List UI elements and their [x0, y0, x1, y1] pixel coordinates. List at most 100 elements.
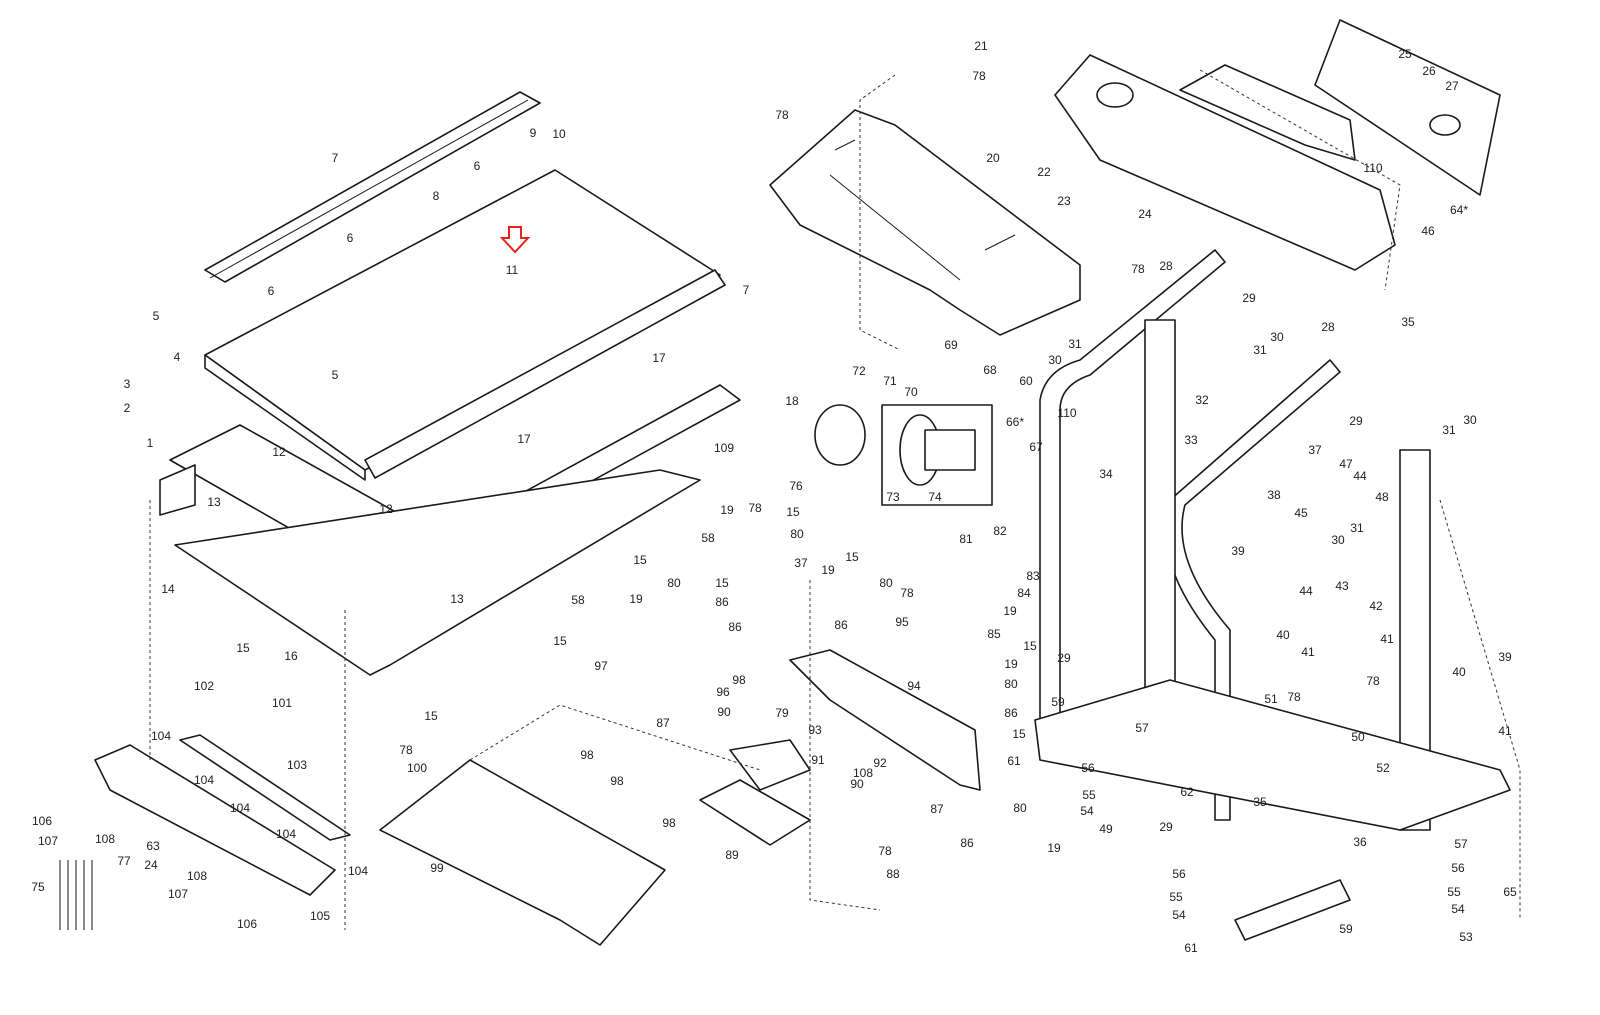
part-label: 98: [732, 673, 746, 687]
part-label: 104: [230, 801, 250, 815]
walking-belt: [204, 169, 721, 481]
part-label: 78: [748, 501, 762, 515]
part-label: 70: [904, 385, 918, 399]
part-label: 9: [530, 126, 537, 140]
part-label: 108: [187, 869, 207, 883]
part-label: 7: [332, 151, 339, 165]
part-label: 87: [930, 802, 944, 816]
part-label: 108: [853, 766, 873, 780]
ref-dashes: [149, 69, 1521, 930]
part-label: 67: [1029, 440, 1043, 454]
part-label: 80: [667, 576, 681, 590]
part-label: 24: [144, 858, 158, 872]
part-label: 52: [1376, 761, 1390, 775]
part-label: 74: [928, 490, 942, 504]
part-label: 19: [629, 592, 643, 606]
part-label: 100: [407, 761, 427, 775]
part-label: 36: [1353, 835, 1367, 849]
part-label: 55: [1447, 885, 1461, 899]
part-label: 6: [268, 284, 275, 298]
part-label: 98: [610, 774, 624, 788]
part-label: 104: [194, 773, 214, 787]
part-label: 77: [117, 854, 131, 868]
part-label: 72: [852, 364, 866, 378]
motor-base: [699, 649, 981, 846]
part-label: 63: [146, 839, 160, 853]
part-label: 31: [1350, 521, 1364, 535]
part-label: 86: [1004, 706, 1018, 720]
part-label: 22: [1037, 165, 1051, 179]
part-label: 68: [983, 363, 997, 377]
part-label: 106: [237, 917, 257, 931]
part-label: 40: [1276, 628, 1290, 642]
part-label: 79: [775, 706, 789, 720]
part-label: 98: [580, 748, 594, 762]
part-label: 55: [1169, 890, 1183, 904]
part-label: 57: [1135, 721, 1149, 735]
part-label: 8: [433, 189, 440, 203]
part-label: 6: [474, 159, 481, 173]
part-label: 78: [972, 69, 986, 83]
part-label: 39: [1231, 544, 1245, 558]
part-label: 15: [424, 709, 438, 723]
part-label: 35: [1253, 795, 1267, 809]
part-label: 17: [652, 351, 666, 365]
part-label: 78: [775, 108, 789, 122]
part-label: 51: [1264, 692, 1278, 706]
part-label: 88: [886, 867, 900, 881]
part-label: 53: [1459, 930, 1473, 944]
part-label: 55: [1082, 788, 1096, 802]
part-label: 106: [32, 814, 52, 828]
part-label: 44: [1353, 469, 1367, 483]
part-label: 66*: [1006, 415, 1024, 429]
part-label: 107: [168, 887, 188, 901]
part-label: 29: [1057, 651, 1071, 665]
part-label: 2: [124, 401, 131, 415]
part-label: 6: [347, 231, 354, 245]
motor-hood: [769, 109, 1081, 336]
part-label: 56: [1451, 861, 1465, 875]
part-label: 11: [506, 263, 519, 277]
part-label: 25: [1398, 47, 1412, 61]
part-label: 54: [1080, 804, 1094, 818]
part-label: 80: [1004, 677, 1018, 691]
part-label: 38: [1267, 488, 1281, 502]
part-label: 37: [1308, 443, 1322, 457]
part-label: 28: [1159, 259, 1173, 273]
part-label: 59: [1051, 695, 1065, 709]
part-label: 43: [1335, 579, 1349, 593]
part-label: 65: [1503, 885, 1517, 899]
part-label: 30: [1048, 353, 1062, 367]
part-label: 40: [1452, 665, 1466, 679]
part-label: 15: [786, 505, 800, 519]
part-label: 35: [1401, 315, 1415, 329]
part-label: 42: [1369, 599, 1383, 613]
part-label: 31: [1442, 423, 1456, 437]
part-label: 19: [1004, 657, 1018, 671]
part-label: 82: [993, 524, 1007, 538]
part-label: 14: [161, 582, 175, 596]
part-label: 15: [633, 553, 647, 567]
part-label: 86: [715, 595, 729, 609]
part-label: 104: [151, 729, 171, 743]
part-label: 90: [717, 705, 731, 719]
part-label: 30: [1331, 533, 1345, 547]
part-label: 86: [960, 836, 974, 850]
part-label: 24: [1138, 207, 1152, 221]
part-label: 4: [174, 350, 181, 364]
part-label: 93: [808, 723, 822, 737]
part-label: 29: [1159, 820, 1173, 834]
part-label: 58: [701, 531, 715, 545]
part-label: 80: [879, 576, 893, 590]
part-label: 62: [1180, 785, 1194, 799]
part-label: 49: [1099, 822, 1113, 836]
part-label: 97: [594, 659, 608, 673]
part-label: 76: [789, 479, 803, 493]
part-label: 78: [900, 586, 914, 600]
part-label: 41: [1498, 724, 1512, 738]
part-label: 20: [986, 151, 1000, 165]
part-label: 85: [987, 627, 1001, 641]
part-label: 99: [430, 861, 444, 875]
